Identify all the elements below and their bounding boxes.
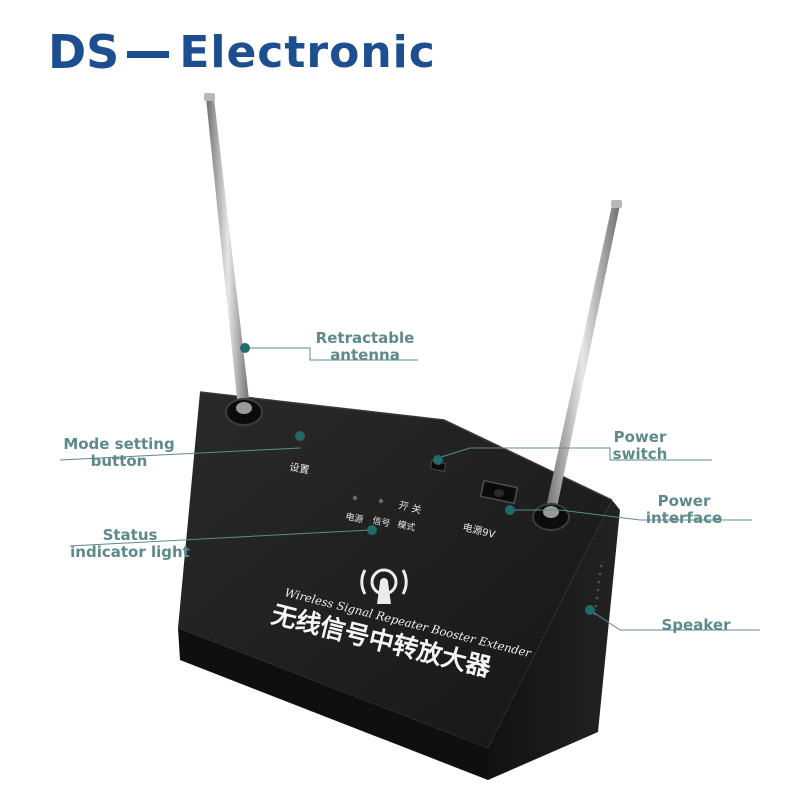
callout-status-indicator-light: Status indicator light xyxy=(70,526,190,561)
device-front-face xyxy=(488,500,620,780)
indicator-label-signal: 信号 xyxy=(371,514,391,529)
wifi-logo-icon xyxy=(360,568,408,604)
callout-speaker: Speaker xyxy=(661,616,731,634)
power-jack xyxy=(479,479,519,505)
brand-name: Electronic xyxy=(179,26,436,78)
indicator-light-mode xyxy=(403,502,409,508)
antenna-left xyxy=(204,93,263,426)
set-label: 设置 xyxy=(288,461,310,476)
callout-lines xyxy=(59,347,760,631)
status-indicator-lights: 电源 信号 模式 xyxy=(344,495,416,534)
indicator-light-signal xyxy=(378,498,384,504)
indicator-label-power: 电源 xyxy=(344,510,364,525)
device-body xyxy=(178,391,620,780)
indicator-label-mode: 模式 xyxy=(396,518,416,533)
device-top-face xyxy=(178,392,612,748)
callout-mode-setting-button: Mode setting button xyxy=(63,435,175,470)
indicator-light-power xyxy=(352,495,358,501)
callout-power-interface: Power interface xyxy=(645,492,723,527)
callout-retractable-antenna: Retractable antenna xyxy=(315,329,415,364)
brand-logo: DS Electronic xyxy=(48,22,436,82)
device-bottom-edge xyxy=(178,628,488,780)
speaker-grille xyxy=(593,564,603,616)
brand-dash xyxy=(127,50,170,58)
callout-power-switch: Power switch xyxy=(612,428,668,463)
callout-dots xyxy=(240,343,595,615)
brand-ds: DS xyxy=(48,25,120,79)
